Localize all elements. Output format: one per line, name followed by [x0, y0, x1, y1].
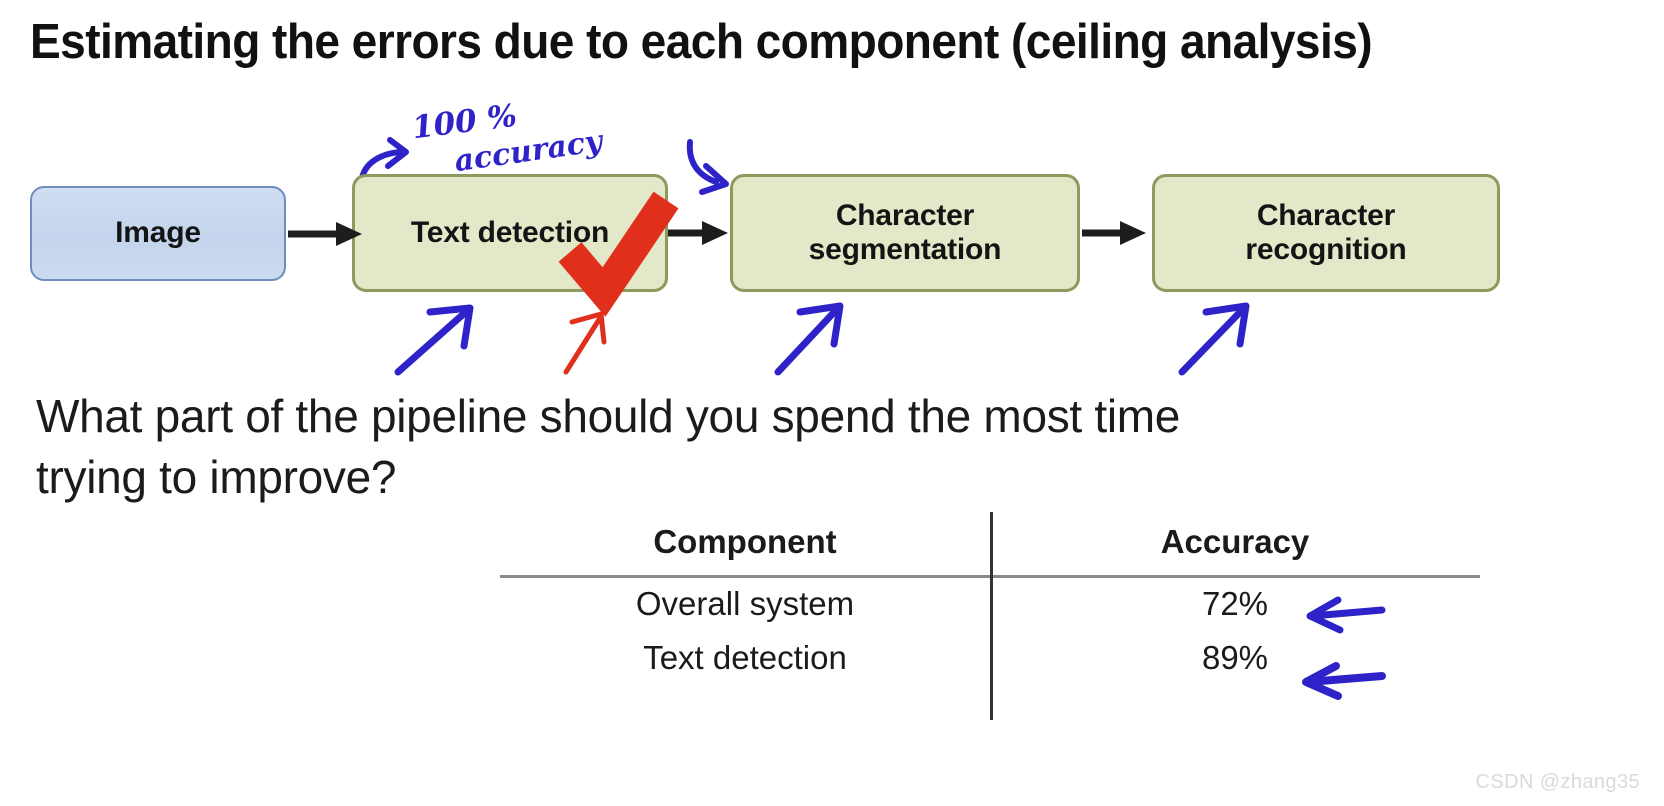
accuracy-table-wrapper: Component Accuracy Overall system 72% Te… [500, 512, 1500, 746]
pipeline-node-image-label: Image [115, 216, 201, 250]
pipeline-node-character-recognition-label-line1: Character [1256, 198, 1396, 232]
pipeline-diagram: Image Text detection Character segmentat… [0, 0, 1664, 400]
pipeline-node-image[interactable]: Image [30, 186, 286, 281]
question-line-2: trying to improve? [36, 450, 397, 503]
table-header-component: Component [653, 523, 837, 560]
table-header-accuracy: Accuracy [1160, 523, 1310, 560]
table-cell-accuracy-1: 89% [1201, 639, 1269, 676]
pipeline-node-character-segmentation-label-line2: segmentation [808, 233, 1002, 266]
table-column-divider [990, 512, 993, 720]
pipeline-node-character-segmentation[interactable]: Character segmentation [730, 174, 1080, 292]
pipeline-node-text-detection-label: Text detection [410, 215, 610, 249]
pipeline-node-character-recognition-label-line2: recognition [1245, 233, 1407, 266]
pipeline-node-text-detection[interactable]: Text detection [352, 174, 668, 292]
pipeline-node-character-recognition[interactable]: Character recognition [1152, 174, 1500, 292]
watermark: CSDN @zhang35 [1475, 771, 1640, 793]
question-line-1: What part of the pipeline should you spe… [36, 390, 1181, 442]
table-cell-component-1: Text detection [643, 639, 847, 676]
pipeline-node-character-segmentation-label-line1: Character [835, 198, 975, 232]
table-cell-accuracy-0: 72% [1201, 585, 1269, 622]
table-row: Text detection 89% [500, 632, 1480, 686]
table-cell-component-0: Overall system [635, 585, 855, 622]
question-text: What part of the pipeline should you spe… [36, 386, 1456, 507]
page-title: Estimating the errors due to each compon… [30, 15, 1373, 69]
table-row: Overall system 72% [500, 577, 1480, 633]
